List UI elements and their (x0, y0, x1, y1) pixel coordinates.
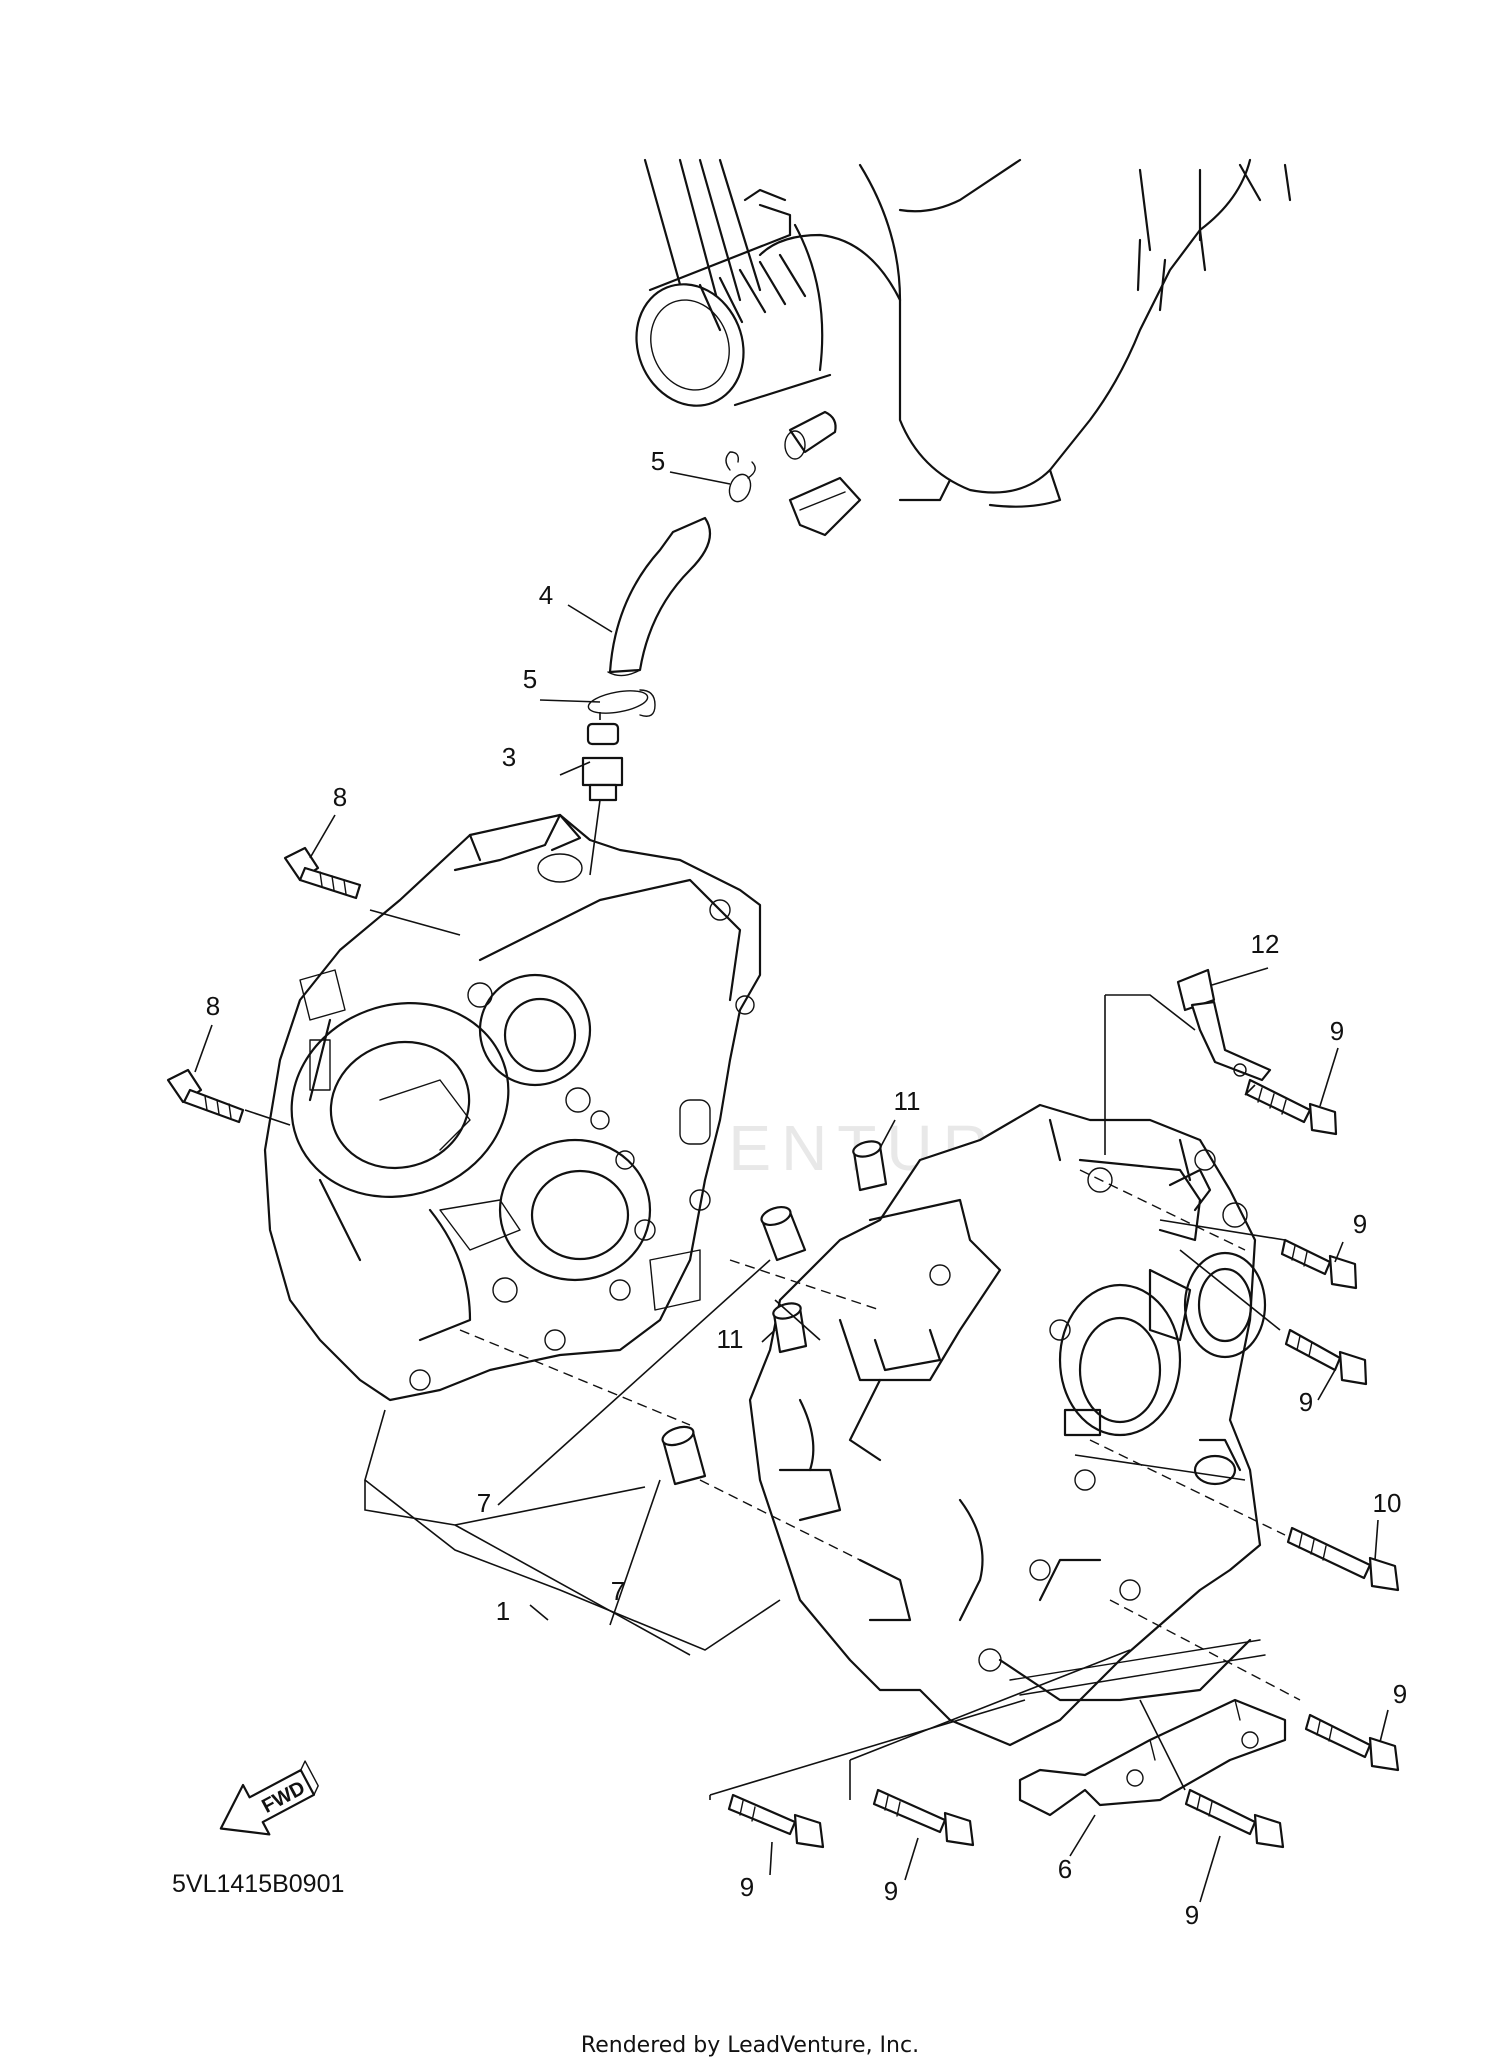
credit-text: Rendered by LeadVenture, Inc. (581, 2033, 919, 2058)
intake-joint (635, 188, 832, 407)
diagram-code: 5VL1415B0901 (172, 1870, 344, 1898)
callout-7-lower: 7 (611, 1576, 625, 1606)
callout-9-b: 9 (1353, 1209, 1367, 1239)
bolt-9-d (1304, 1713, 1400, 1772)
callout-11-upper: 11 (894, 1086, 921, 1116)
callout-10: 10 (1373, 1488, 1402, 1518)
callout-6: 6 (1058, 1854, 1072, 1884)
bolt-9-a (1244, 1078, 1338, 1136)
callout-4: 4 (539, 580, 553, 610)
breather-hose (607, 516, 712, 677)
callout-9-e: 9 (1185, 1900, 1199, 1930)
callout-8-upper: 8 (333, 782, 347, 812)
callout-9-d: 9 (1393, 1679, 1407, 1709)
callout-leaders (194, 471, 1389, 1903)
dowel-pin-upper (760, 1205, 807, 1262)
dowel-pin-11-upper (852, 1140, 888, 1192)
callout-12: 12 (1251, 929, 1280, 959)
bolt-10 (1286, 1526, 1400, 1592)
bracket-6 (1018, 1698, 1287, 1817)
bolt-8-lower (166, 1068, 245, 1124)
callout-9-g: 9 (740, 1872, 754, 1902)
engine-cylinder-outline (643, 158, 1292, 508)
breather-nipple (784, 410, 837, 460)
bolt-9-c (1284, 1328, 1368, 1386)
reference-lines (244, 712, 1301, 1800)
callout-11-lower: 11 (717, 1324, 744, 1354)
left-crankcase-half (263, 813, 762, 1402)
bolt-8-upper (283, 846, 362, 900)
bolt-9-e (1184, 1788, 1285, 1849)
bolt-9-f (727, 1793, 825, 1849)
callout-9-f: 9 (884, 1876, 898, 1906)
right-crankcase-half (748, 1103, 1267, 1747)
callout-5-upper: 5 (651, 446, 665, 476)
callout-9-c: 9 (1299, 1387, 1313, 1417)
hose-clamp-12 (1176, 968, 1272, 1082)
callout-8-lower: 8 (206, 991, 220, 1021)
callout-5-lower: 5 (523, 664, 537, 694)
dowel-pin-lower (661, 1425, 707, 1486)
breather-union (581, 722, 624, 802)
callout-9-a: 9 (1330, 1016, 1344, 1046)
bolt-9-b (1280, 1238, 1358, 1290)
hose-clip-upper (725, 451, 756, 503)
upper-outlet-fitting (788, 476, 862, 537)
callout-7-upper: 7 (477, 1488, 491, 1518)
bolt-9-g (872, 1788, 975, 1847)
callout-3: 3 (502, 742, 516, 772)
fwd-arrow-icon: FWD (219, 1760, 319, 1836)
hose-clip-lower (587, 689, 656, 717)
callout-1: 1 (496, 1596, 510, 1626)
